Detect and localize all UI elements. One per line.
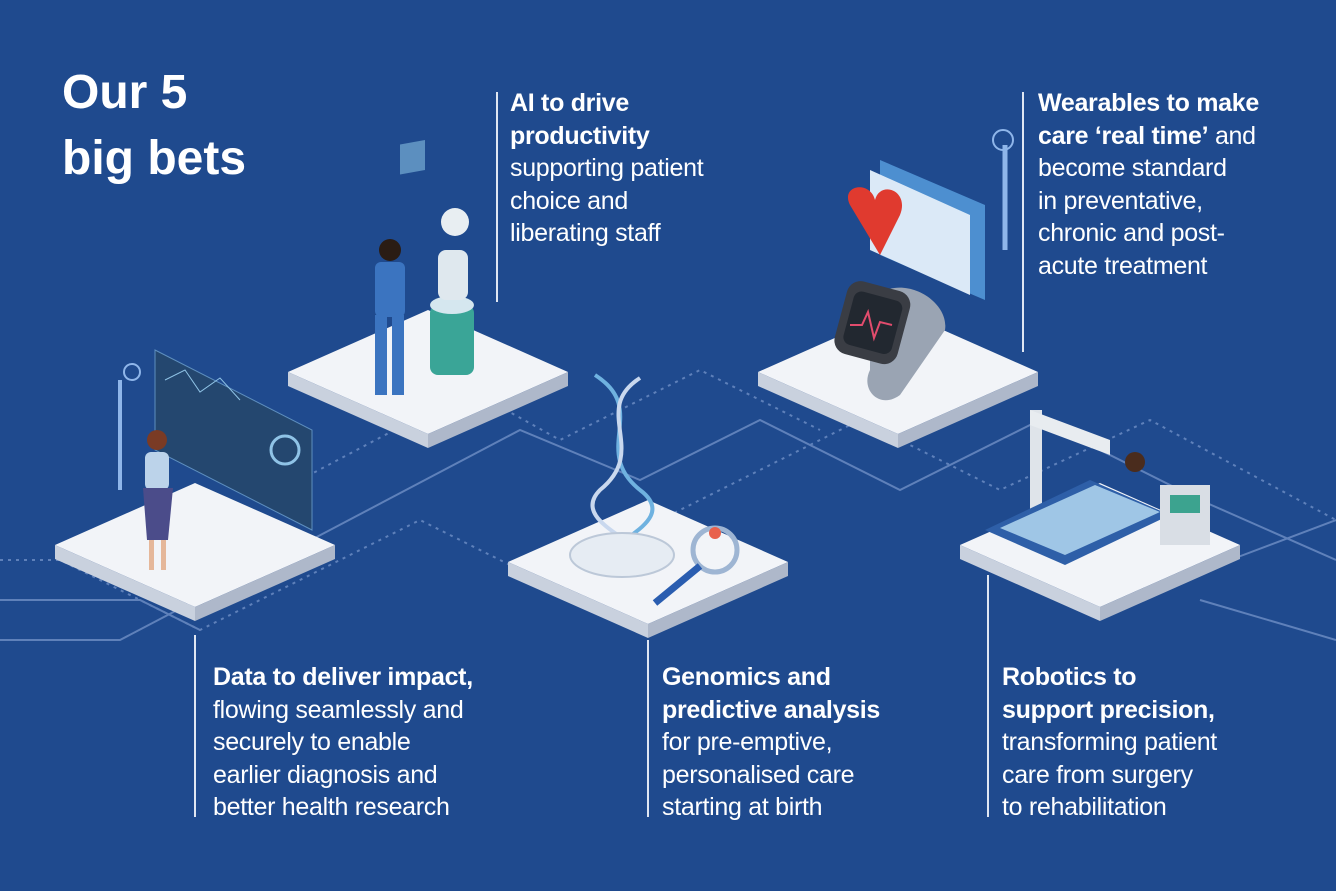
bet-text: personalised care	[662, 760, 855, 789]
bet-text: transforming patient	[1002, 728, 1217, 756]
bet-text: starting at birth	[662, 793, 823, 821]
page-title: Our 5 big bets	[62, 60, 246, 192]
smartwatch-illustration	[834, 129, 1014, 401]
bet-heading: support precision,	[1002, 695, 1215, 724]
bet-text: and	[1208, 121, 1256, 150]
bet-text: earlier diagnosis and	[213, 760, 438, 789]
bet-heading: AI to drive	[510, 89, 629, 117]
bet-heading: Data to deliver impact,	[213, 663, 473, 691]
bet-ai: AI to drive productivity supporting pati…	[510, 87, 704, 250]
bet-data: Data to deliver impact, flowing seamless…	[213, 661, 473, 824]
divider-line	[987, 575, 989, 817]
bet-heading: Robotics to	[1002, 663, 1137, 691]
divider-line	[1022, 92, 1024, 352]
surgical-robot-illustration	[985, 410, 1210, 565]
bet-heading: predictive analysis	[662, 695, 881, 724]
bet-text: better health research	[213, 793, 450, 821]
bet-text: become standard	[1038, 154, 1227, 182]
bet-text: flowing seamlessly and	[213, 695, 464, 724]
bet-heading: care ‘real time’	[1038, 121, 1209, 150]
dna-illustration	[569, 373, 740, 606]
bet-text: to rehabilitation	[1002, 793, 1167, 821]
dashboard-illustration	[118, 349, 313, 570]
robot-illustration	[375, 140, 474, 395]
bet-text: securely to enable	[213, 728, 411, 756]
divider-line	[194, 635, 196, 817]
bet-text: chronic and post-	[1038, 219, 1225, 247]
bet-text: care from surgery	[1002, 760, 1193, 789]
bet-text: in preventative,	[1038, 186, 1203, 215]
bet-text: supporting patient	[510, 154, 704, 182]
divider-line	[647, 640, 649, 817]
bet-text: for pre-emptive,	[662, 728, 833, 756]
bet-heading: productivity	[510, 121, 650, 150]
bet-text: acute treatment	[1038, 251, 1208, 280]
bet-text: choice and	[510, 186, 628, 215]
bet-wearables: Wearables to make care ‘real time’ and b…	[1038, 87, 1259, 282]
divider-line	[496, 92, 498, 302]
title-line: big bets	[62, 132, 247, 185]
bet-text: liberating staff	[510, 219, 661, 247]
platform-data	[55, 483, 335, 621]
bet-robotics: Robotics to support precision, transform…	[1002, 661, 1217, 824]
title-line: Our 5	[62, 66, 188, 119]
bet-heading: Genomics and	[662, 663, 831, 691]
bet-genomics: Genomics and predictive analysis for pre…	[662, 661, 880, 824]
platform-ai	[288, 310, 568, 448]
bet-heading: Wearables to make	[1038, 89, 1259, 117]
